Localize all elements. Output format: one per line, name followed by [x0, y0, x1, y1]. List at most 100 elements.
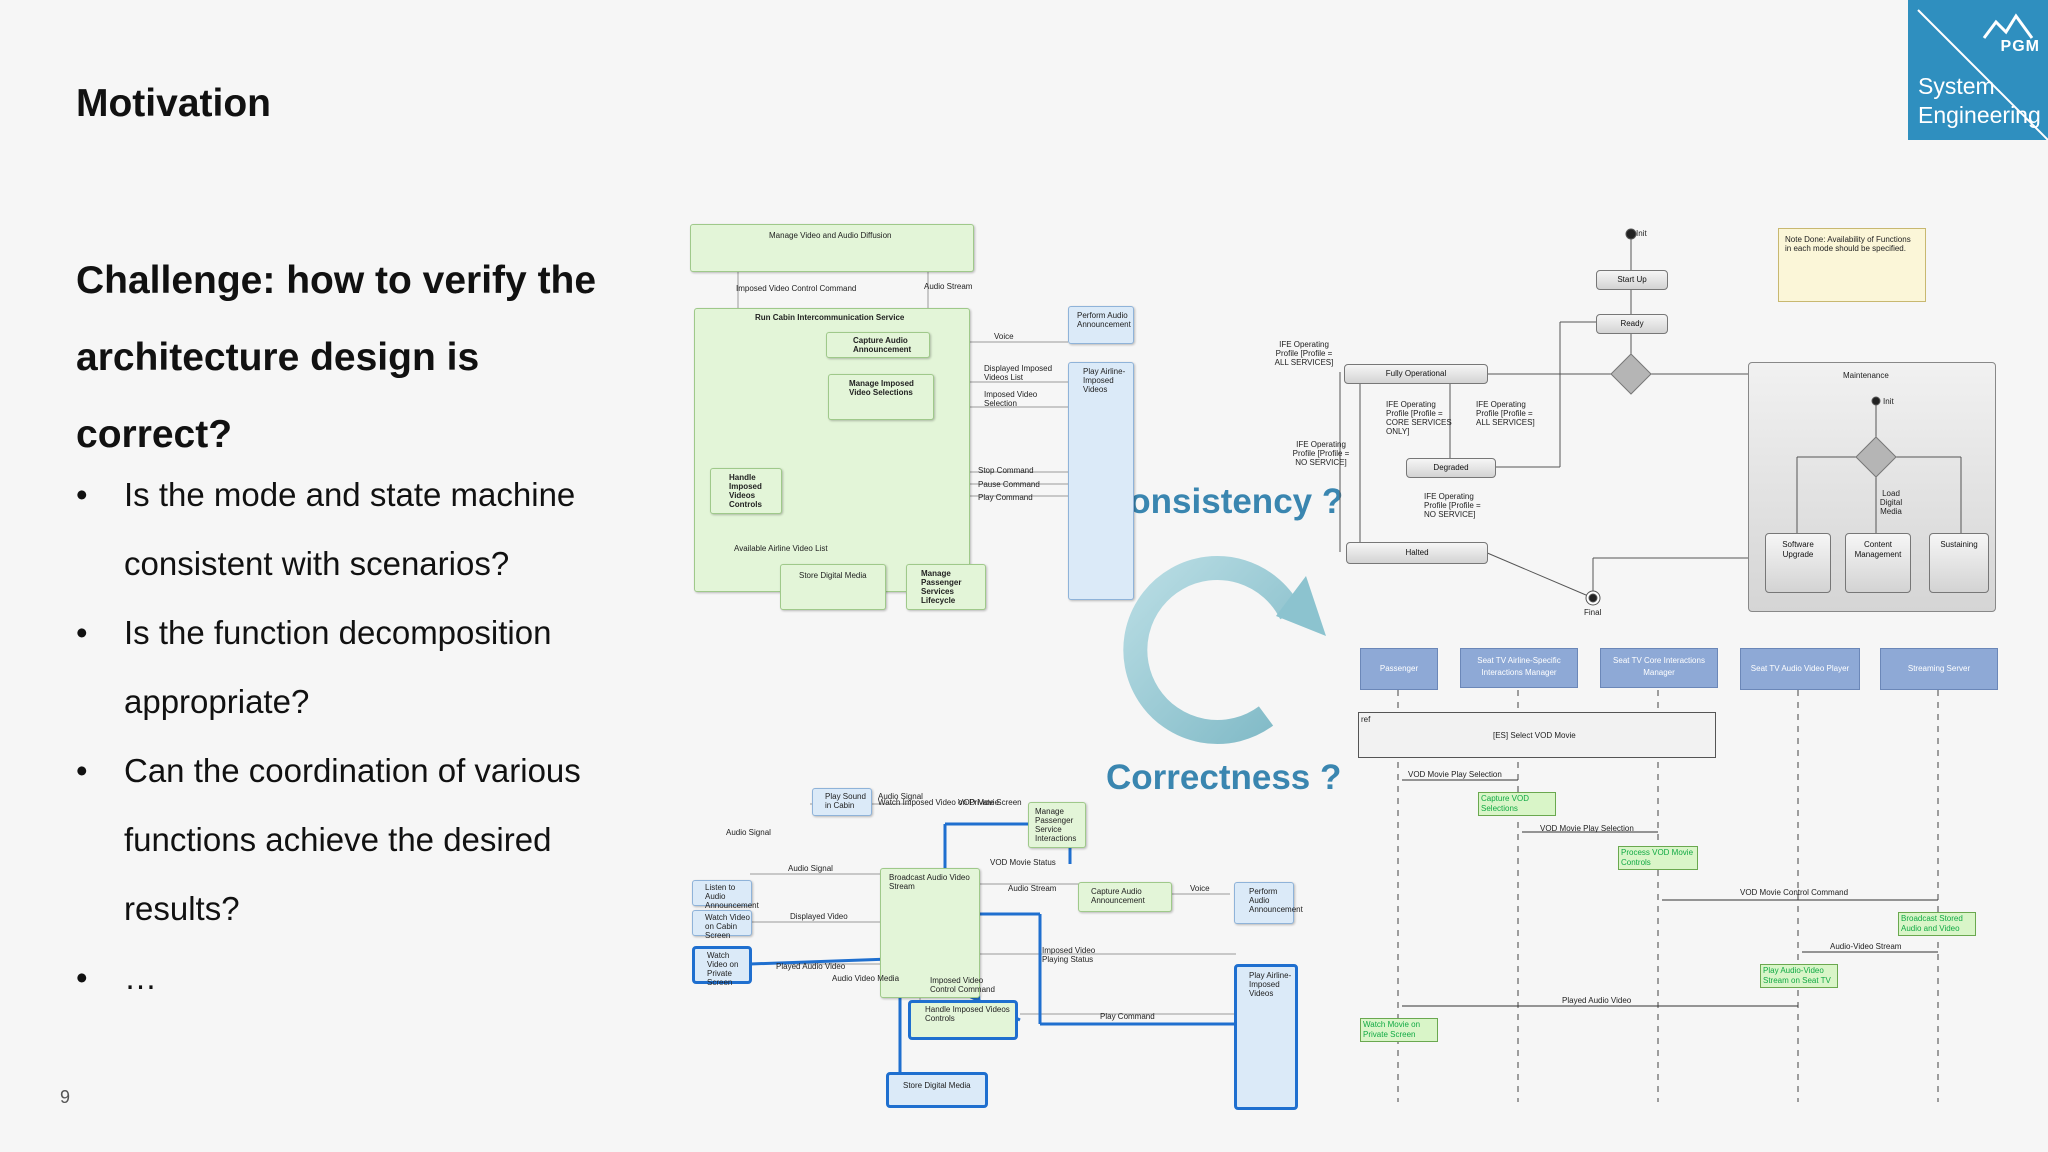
sm-connectors: [1339, 228, 1750, 606]
bullet-text: Is the function decomposition appropriat…: [124, 614, 552, 720]
diagram1-store: Store Digital Media: [780, 564, 886, 610]
flow-label: Voice: [994, 332, 1014, 341]
lifeline-core-manager: Seat TV Core Interactions Manager: [1600, 648, 1718, 688]
company-logo: PGM System Engineering: [1908, 0, 2048, 140]
bullet-text: Can the coordination of various function…: [124, 752, 581, 927]
m-init-label: Init: [1883, 397, 1894, 406]
legend-label: Watch Imposed Video on Private Screen: [878, 798, 1022, 807]
bullet-item: •…: [76, 943, 636, 1012]
msg-label: Audio-Video Stream: [1830, 942, 1902, 951]
flow-label: Imposed Video Control Command: [736, 284, 857, 293]
flow-label: Stop Command: [978, 466, 1034, 475]
flow-label: Audio Video Media: [832, 974, 900, 983]
state-ready: Ready: [1596, 314, 1668, 334]
state-software-upgrade: Software Upgrade: [1765, 533, 1831, 593]
flow-label: Imposed Video Control Command: [930, 976, 995, 994]
diagram1-capture: Capture Audio Announcement: [826, 332, 930, 358]
diagram1-handle: Handle Imposed Videos Controls: [710, 468, 782, 514]
label: Perform Audio Announcement: [1249, 887, 1303, 914]
bullet-dot: •: [76, 752, 88, 789]
diagram1-manage-passenger: Manage Passenger Services Lifecycle: [906, 564, 986, 610]
state-sustaining: Sustaining: [1929, 533, 1989, 593]
bullet-dot: •: [76, 959, 88, 996]
challenge-line-1: Challenge: how to verify the: [76, 259, 597, 302]
guard-label: IFE Operating Profile [Profile = CORE SE…: [1386, 400, 1452, 436]
bullet-list: • Is the mode and state machine consisten…: [76, 460, 636, 1012]
diagram1-perform: Perform Audio Announcement: [1068, 306, 1134, 344]
msg-label: Played Audio Video: [1562, 996, 1632, 1005]
sequence-diagram: Passenger Seat TV Airline-Specific Inter…: [1356, 646, 2000, 1106]
state-halted: Halted: [1346, 542, 1488, 564]
logo-diagonal-icon: [1917, 9, 2048, 140]
diagram2-watch-cabin: Watch Video on Cabin Screen: [692, 910, 752, 940]
lifeline-streaming-server: Streaming Server: [1880, 648, 1998, 690]
bullet-text: …: [124, 959, 157, 996]
label: Handle Imposed Videos Controls: [925, 1005, 1010, 1023]
activity-watch: Watch Movie on Private Screen: [1360, 1018, 1438, 1042]
logo-line-1: System: [1918, 73, 1995, 99]
flow-label: Displayed Video: [790, 912, 848, 921]
state-start-up: Start Up: [1596, 270, 1668, 290]
bullet-dot: •: [76, 476, 88, 513]
label: Software Upgrade: [1782, 540, 1814, 559]
consistency-label: Consistency ?: [1104, 482, 1344, 521]
slide-title: Motivation: [76, 82, 271, 125]
cycle-arrow-icon: [1123, 556, 1326, 744]
label: Broadcast Audio Video Stream: [889, 873, 970, 891]
logo-line-2: Engineering: [1918, 102, 2041, 128]
flow-label: Audio Stream: [1008, 884, 1057, 893]
bullet-dot: •: [76, 614, 88, 651]
flow-label: Voice: [1190, 884, 1210, 893]
functional-diagram-bottom: Watch Imposed Video on Private Screen Pl…: [690, 784, 1303, 1114]
label: Watch Video on Cabin Screen: [705, 913, 750, 940]
label: Play Sound in Cabin: [825, 792, 866, 810]
label: Capture Audio Announcement: [853, 336, 912, 354]
state-content-management: Content Management: [1845, 533, 1911, 593]
msg-label: VOD Movie Control Command: [1740, 888, 1849, 897]
correctness-label: Correctness ?: [1106, 758, 1342, 797]
page-number: 9: [60, 1087, 71, 1107]
lifeline-passenger: Passenger: [1360, 648, 1438, 690]
label: Store Digital Media: [799, 571, 867, 580]
maintenance-label: Maintenance: [1843, 371, 1889, 380]
flow-label: Audio Stream: [924, 282, 973, 291]
functional-diagram-top: Manage Video and Audio Diffusion Imposed…: [688, 222, 1138, 612]
diagram2-play-sound: Play Sound in Cabin: [812, 788, 872, 816]
diagram2-listen: Listen to Audio Announcement: [692, 880, 759, 910]
logo-pgm: PGM: [2000, 38, 2040, 55]
flow-label: Played Audio Video: [776, 962, 846, 971]
state-maintenance: Maintenance Init Load Digital Media Soft…: [1748, 362, 1996, 612]
flow-label: VOD Movie: [958, 798, 999, 807]
flow-label: Audio Signal: [788, 864, 833, 873]
msg-label: VOD Movie Play Selection: [1540, 824, 1634, 833]
label: Sustaining: [1940, 540, 1978, 549]
challenge-heading: Challenge: how to verify the architectur…: [76, 242, 636, 473]
bullet-text: Is the mode and state machine consistent…: [124, 476, 576, 582]
activity-process: Process VOD Movie Controls: [1618, 846, 1698, 870]
bullet-item: • Is the mode and state machine consisten…: [76, 460, 636, 598]
label: Watch Video on Private Screen: [707, 951, 739, 987]
challenge-line-2: architecture design is correct?: [76, 336, 480, 456]
sm-init-label: Init: [1636, 229, 1647, 238]
diagram1-manage-video-audio: Manage Video and Audio Diffusion: [690, 224, 974, 272]
label: Manage Passenger Service Interactions: [1035, 807, 1077, 843]
state-degraded: Degraded: [1406, 458, 1496, 478]
logo-text: System Engineering: [1918, 72, 2041, 130]
flow-label: Available Airline Video List: [734, 544, 828, 553]
bullet-item: • Is the function decomposition appropria…: [76, 598, 636, 736]
flow-label: Imposed Video Playing Status: [1042, 946, 1096, 964]
flow-label: Imposed Video Selection: [984, 390, 1038, 408]
flow-label: Play Command: [1100, 1012, 1155, 1021]
diagram2-broadcast: Broadcast Audio Video Stream: [880, 868, 980, 998]
label: Capture Audio Announcement: [1091, 887, 1145, 905]
flow-label: Displayed Imposed Videos List: [984, 364, 1053, 382]
note-text: Note Done: Availability of Functions in …: [1785, 235, 1911, 253]
label: Store Digital Media: [903, 1081, 971, 1090]
sm-note: Note Done: Availability of Functions in …: [1778, 228, 1926, 302]
state-fully-operational: Fully Operational: [1344, 364, 1488, 384]
ref-text: [ES] Select VOD Movie: [1493, 731, 1576, 740]
diagram1-play-airline: Play Airline-Imposed Videos: [1068, 362, 1134, 600]
activity-play: Play Audio-Video Stream on Seat TV: [1760, 964, 1838, 988]
guard-label: IFE Operating Profile [Profile = ALL SER…: [1274, 340, 1334, 367]
guard-label: IFE Operating Profile [Profile = NO SERV…: [1424, 492, 1481, 519]
